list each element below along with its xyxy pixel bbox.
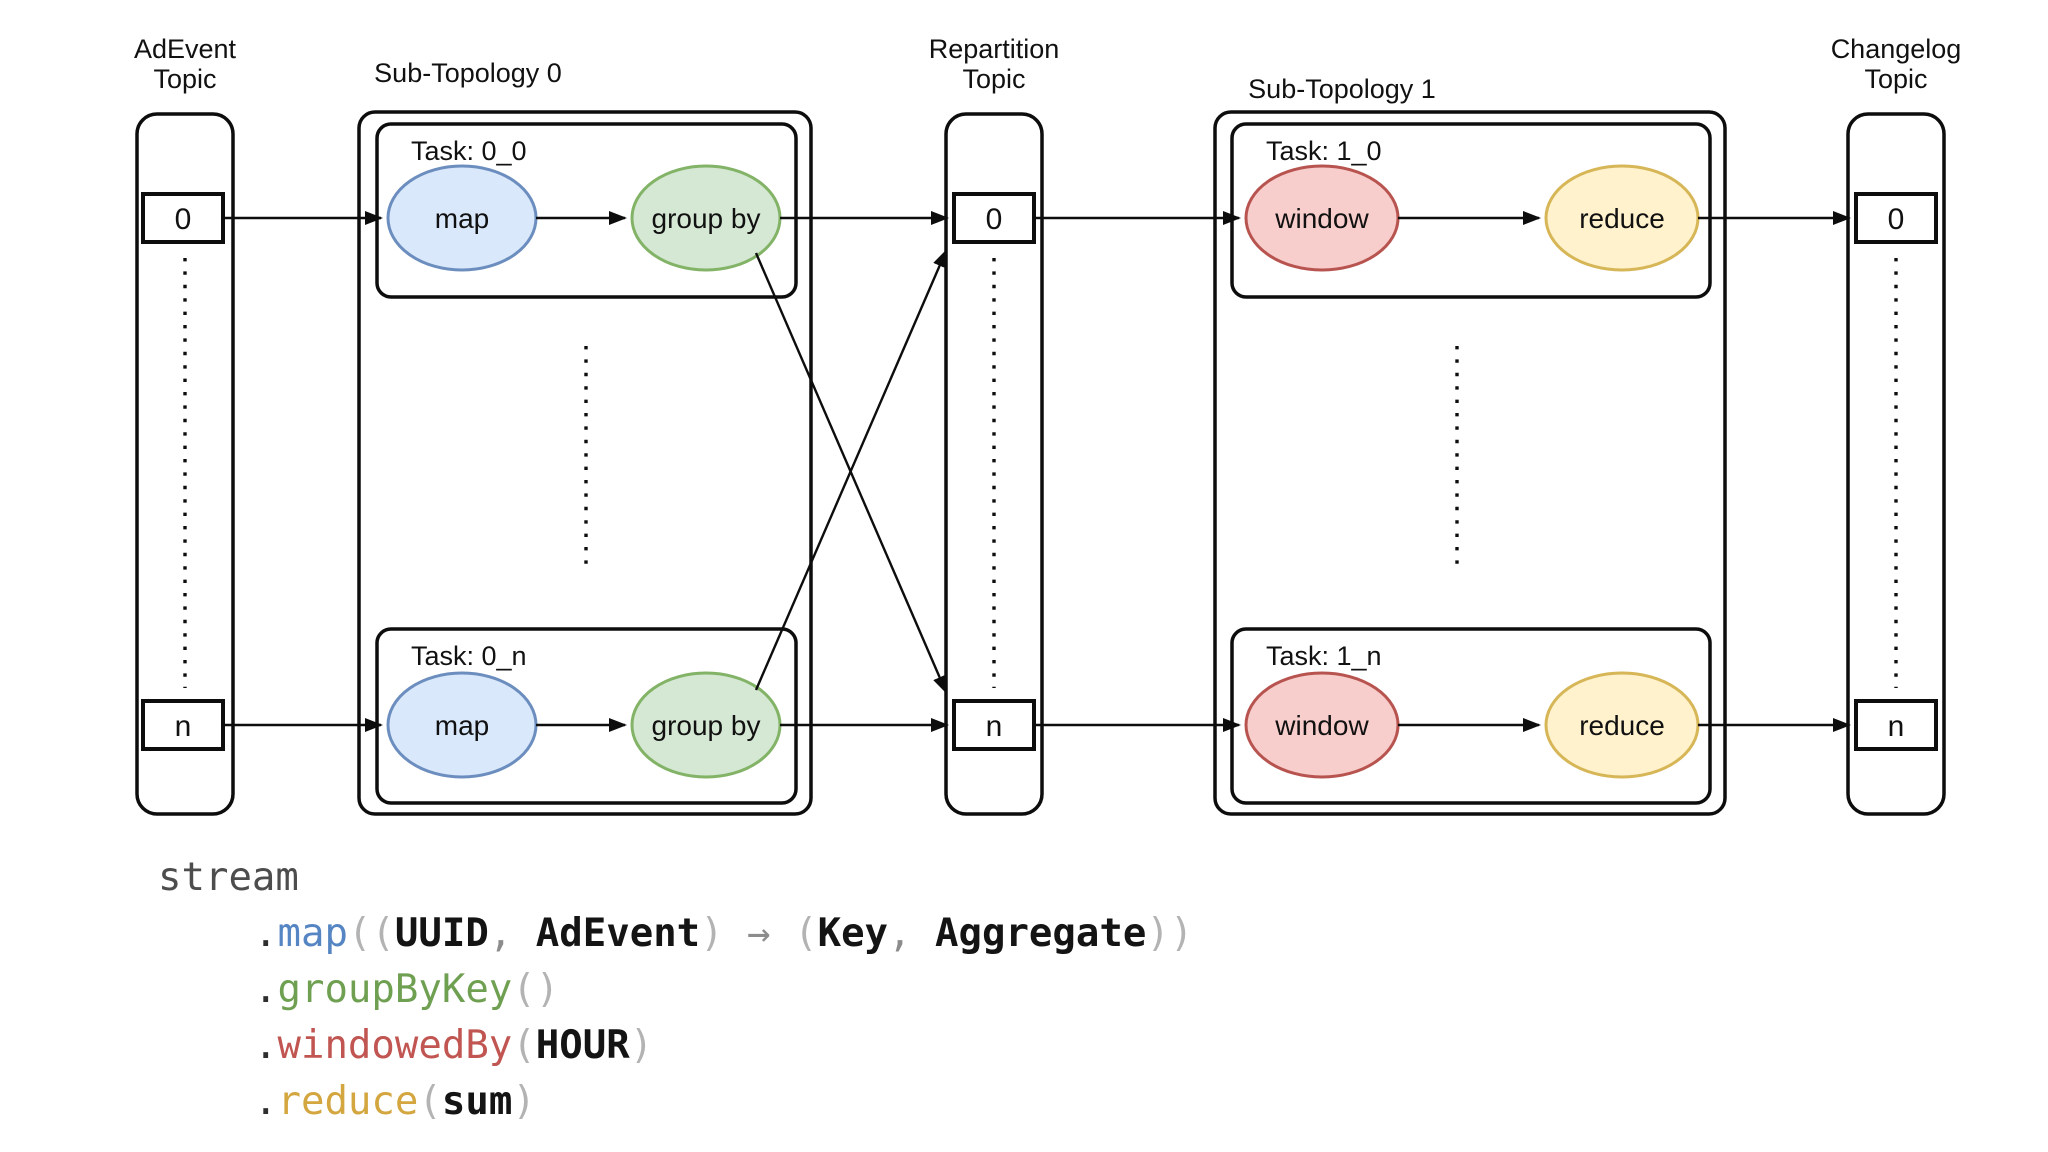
code-token: (( — [347, 911, 395, 956]
code-line: stream — [158, 850, 1193, 906]
code-token: ) — [629, 1023, 654, 1068]
task-0-0-label: Task: 0_0 — [411, 136, 527, 166]
task-1-0-box — [1230, 122, 1712, 299]
groupby-node-task-0-0-label: group by — [652, 203, 761, 234]
code-token: Aggregate — [935, 911, 1147, 956]
code-token: ) — [512, 1079, 536, 1124]
repartition-topic-box — [944, 112, 1044, 816]
adevent-partition-n-box — [141, 699, 225, 751]
changelog-partition-0-label: 0 — [1888, 203, 1905, 236]
changelog-topic-label-line2: Topic — [1864, 64, 1927, 94]
repartition-partition-n-label: n — [986, 710, 1003, 743]
code-token: Key — [817, 911, 889, 956]
code-token: map — [277, 911, 348, 956]
task-1-n-label: Task: 1_n — [1266, 641, 1382, 671]
reduce-node-task-1-n-label: reduce — [1579, 710, 1665, 741]
code-line: .reduce(sum) — [158, 1074, 1193, 1130]
code-token: groupByKey — [277, 967, 513, 1012]
adevent-partition-n-label: n — [175, 710, 192, 743]
code-token: () — [512, 967, 560, 1012]
code-line: .groupByKey() — [158, 962, 1193, 1018]
code-token: stream — [158, 855, 299, 900]
changelog-partition-0-box — [1854, 192, 1938, 244]
changelog-topic-label-line1: Changelog — [1831, 34, 1962, 64]
code-token: ( — [512, 1023, 536, 1068]
code-token: AdEvent — [535, 911, 701, 956]
code-token: HOUR — [535, 1023, 630, 1068]
changelog-partition-n-box — [1854, 699, 1938, 751]
subtopology-1-label: Sub-Topology 1 — [1248, 74, 1436, 104]
task-1-n-box — [1230, 627, 1712, 805]
adevent-partition-0-box — [141, 192, 225, 244]
code-token: . — [254, 1079, 278, 1124]
task-0-0-box — [375, 122, 798, 299]
subtopology-0-box — [357, 110, 813, 816]
task-0-n-box — [375, 627, 798, 805]
task-1-0-label: Task: 1_0 — [1266, 136, 1382, 166]
code-token: , — [488, 911, 536, 956]
code-token: ( — [794, 911, 818, 956]
code-token: windowedBy — [277, 1023, 513, 1068]
reduce-node-task-1-0-label: reduce — [1579, 203, 1665, 234]
changelog-partition-n-label: n — [1888, 710, 1905, 743]
code-token: sum — [441, 1079, 513, 1124]
code-snippet: stream.map((UUID, AdEvent) → (Key, Aggre… — [158, 850, 1193, 1130]
code-line: .windowedBy(HOUR) — [158, 1018, 1193, 1074]
groupby-node-task-0-n-label: group by — [652, 710, 761, 741]
arrow-groupby0n-to-repartition0-cross — [754, 249, 948, 691]
code-token: , — [888, 911, 936, 956]
subtopology-1-box — [1213, 110, 1727, 816]
subtopology-0-label: Sub-Topology 0 — [374, 58, 562, 88]
code-token: ) — [700, 911, 724, 956]
code-token: ( — [418, 1079, 442, 1124]
map-node-task-0-0-label: map — [435, 203, 489, 234]
adevent-topic-label-line2: Topic — [153, 64, 216, 94]
changelog-topic-box — [1846, 112, 1946, 816]
code-token: )) — [1146, 911, 1194, 956]
adevent-topic-box — [135, 112, 235, 816]
repartition-partition-0-label: 0 — [986, 203, 1003, 236]
repartition-topic-label-line1: Repartition — [929, 34, 1060, 64]
window-node-task-1-0-label: window — [1274, 203, 1369, 234]
code-token: . — [254, 911, 278, 956]
task-0-n-label: Task: 0_n — [411, 641, 527, 671]
repartition-partition-n-box — [952, 699, 1036, 751]
topology-diagram-svg: AdEvent Topic 0 n Sub-Topology 0 Task: 0… — [134, 34, 1962, 816]
code-line: .map((UUID, AdEvent) → (Key, Aggregate)) — [158, 906, 1193, 962]
adevent-topic-label-line1: AdEvent — [134, 34, 237, 64]
map-node-task-0-n-label: map — [435, 710, 489, 741]
code-token: . — [254, 1023, 278, 1068]
code-token: → — [723, 911, 795, 956]
repartition-partition-0-box — [952, 192, 1036, 244]
code-token: . — [254, 967, 278, 1012]
window-node-task-1-n-label: window — [1274, 710, 1369, 741]
adevent-partition-0-label: 0 — [175, 203, 192, 236]
code-token: UUID — [394, 911, 489, 956]
code-token: reduce — [277, 1079, 419, 1124]
repartition-topic-label-line2: Topic — [962, 64, 1025, 94]
